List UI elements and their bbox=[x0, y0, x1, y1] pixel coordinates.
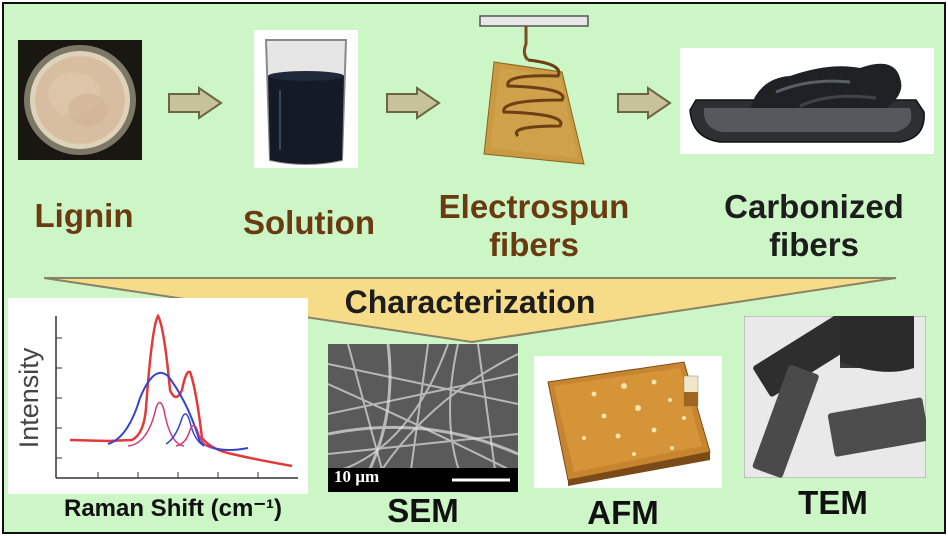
label-carbonized-line2: fibers bbox=[769, 226, 859, 263]
tem-label: TEM bbox=[798, 484, 868, 521]
process-arrow-2 bbox=[386, 86, 441, 120]
label-electrospun-line1: Electrospun bbox=[438, 188, 630, 225]
label-carbonized: Carbonized fibers bbox=[694, 188, 934, 264]
raman-xlabel: Raman Shift (cm⁻¹) bbox=[63, 495, 282, 522]
raman-ylabel: Intensity bbox=[14, 347, 44, 448]
label-electrospun: Electrospun fibers bbox=[414, 188, 654, 264]
solution-beaker-photo bbox=[254, 30, 358, 168]
electrospun-fibers-photo bbox=[479, 15, 589, 165]
sem-label: SEM bbox=[387, 492, 459, 529]
sem-scalebar-label: 10 µm bbox=[334, 467, 380, 486]
afm-image bbox=[534, 356, 722, 488]
raman-spectrum-plot: Intensity bbox=[8, 298, 308, 494]
lignin-photo bbox=[18, 40, 142, 160]
characterization-title: Characterization bbox=[344, 284, 596, 320]
process-arrow-3 bbox=[617, 86, 672, 120]
process-arrow-1 bbox=[168, 86, 223, 120]
label-solution: Solution bbox=[243, 204, 375, 241]
tem-image bbox=[744, 316, 926, 478]
afm-label: AFM bbox=[587, 494, 659, 531]
label-lignin: Lignin bbox=[34, 197, 134, 234]
label-electrospun-line2: fibers bbox=[489, 226, 579, 263]
sem-image bbox=[328, 344, 518, 492]
carbonized-fibers-photo bbox=[680, 48, 934, 154]
label-carbonized-line1: Carbonized bbox=[724, 188, 904, 225]
